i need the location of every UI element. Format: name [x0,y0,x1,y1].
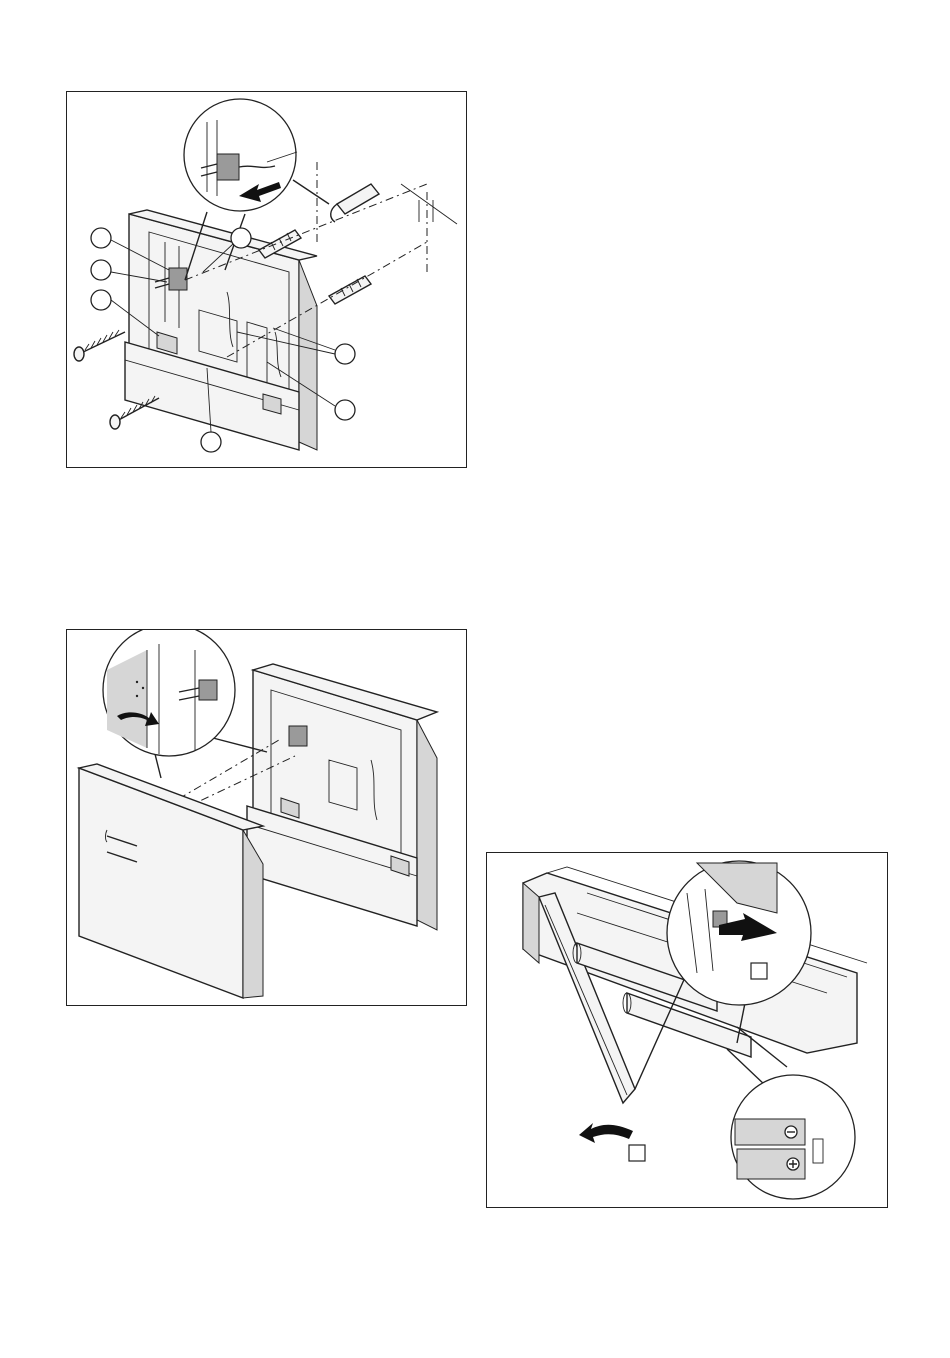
screw-icon [74,330,125,361]
front-cover-icon [79,764,263,998]
release-arrow-icon [579,1123,633,1143]
figure-battery-compartment [486,852,888,1208]
label-box [629,1145,645,1161]
figure-wall-plate-mounting [66,91,467,468]
magnifier-callout-icon [103,630,267,778]
label-box [751,963,767,979]
figure-attach-cover [66,629,467,1006]
wall-plate-icon [247,664,437,930]
battery-drawing [487,853,889,1209]
wall-plate-drawing [67,92,468,469]
cover-attachment-drawing [67,630,468,1007]
wall-plug-icon [329,276,371,304]
connector-plug-icon [331,184,379,222]
